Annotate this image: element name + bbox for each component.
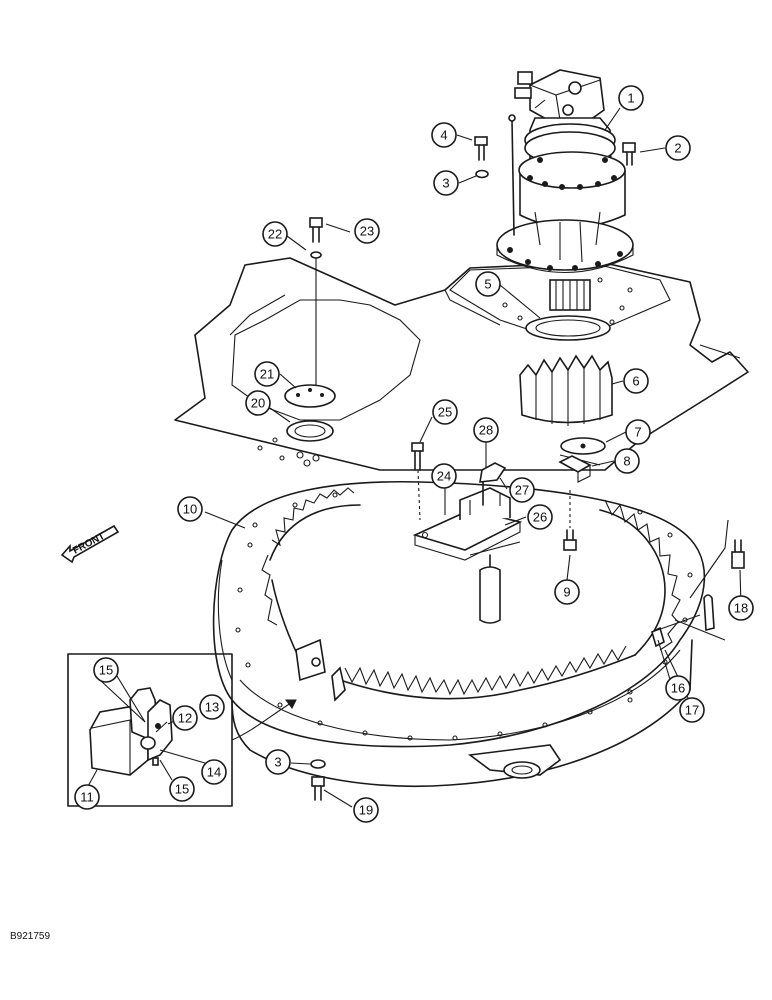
callout-16: 16 bbox=[665, 675, 691, 701]
callout-20: 20 bbox=[245, 390, 271, 416]
callout-8: 8 bbox=[614, 448, 640, 474]
washer-3-lower-and-bolt-19 bbox=[310, 759, 326, 801]
callout-15-bottom: 15 bbox=[169, 776, 195, 802]
callout-3-lower: 3 bbox=[265, 749, 291, 775]
detail-inset-box bbox=[67, 653, 297, 807]
svg-text:24: 24 bbox=[437, 469, 451, 484]
svg-text:16: 16 bbox=[671, 681, 685, 696]
svg-text:26: 26 bbox=[533, 510, 547, 525]
svg-text:2: 2 bbox=[674, 141, 681, 156]
callout-5: 5 bbox=[475, 271, 501, 297]
svg-text:3: 3 bbox=[274, 755, 281, 770]
callout-27: 27 bbox=[509, 477, 535, 503]
callout-12: 12 bbox=[172, 705, 198, 731]
swing-bearing-ring bbox=[212, 480, 745, 787]
callout-9: 9 bbox=[554, 579, 580, 605]
callout-2: 2 bbox=[665, 135, 691, 161]
svg-text:11: 11 bbox=[80, 790, 94, 805]
svg-text:25: 25 bbox=[438, 405, 452, 420]
callout-28: 28 bbox=[473, 417, 499, 443]
svg-text:6: 6 bbox=[632, 374, 639, 389]
washer-3-upper bbox=[475, 169, 489, 179]
svg-text:15: 15 bbox=[175, 782, 189, 797]
callout-26: 26 bbox=[527, 504, 553, 530]
callout-19: 19 bbox=[353, 797, 379, 823]
bolt-2 bbox=[622, 142, 636, 166]
swing-lock-assembly bbox=[412, 462, 523, 624]
callout-7: 7 bbox=[625, 419, 651, 445]
callout-24: 24 bbox=[431, 463, 457, 489]
callout-3: 3 bbox=[433, 170, 459, 196]
svg-text:21: 21 bbox=[260, 367, 274, 382]
callout-11: 11 bbox=[74, 784, 100, 810]
callout-22: 22 bbox=[262, 221, 288, 247]
leader-lines bbox=[86, 107, 742, 808]
svg-text:12: 12 bbox=[178, 711, 192, 726]
svg-text:13: 13 bbox=[205, 700, 219, 715]
callout-15-top: 15 bbox=[93, 657, 119, 683]
front-direction-arrow: FRONT bbox=[60, 524, 120, 564]
svg-text:7: 7 bbox=[634, 425, 641, 440]
callout-18: 18 bbox=[728, 595, 754, 621]
bolt-4 bbox=[474, 136, 488, 161]
front-label: FRONT bbox=[71, 531, 107, 557]
svg-text:17: 17 bbox=[685, 703, 699, 718]
svg-text:5: 5 bbox=[484, 277, 491, 292]
svg-text:23: 23 bbox=[360, 224, 374, 239]
callout-6: 6 bbox=[623, 368, 649, 394]
svg-text:9: 9 bbox=[563, 585, 570, 600]
svg-text:14: 14 bbox=[207, 765, 221, 780]
cover-assembly-20-23 bbox=[284, 217, 336, 442]
svg-text:18: 18 bbox=[734, 601, 748, 616]
seal-ring-5 bbox=[525, 315, 611, 341]
callout-21: 21 bbox=[254, 361, 280, 387]
swing-motor bbox=[496, 69, 634, 311]
svg-text:15: 15 bbox=[99, 663, 113, 678]
callout-1: 1 bbox=[618, 85, 644, 111]
svg-text:3: 3 bbox=[442, 176, 449, 191]
callout-23: 23 bbox=[354, 218, 380, 244]
svg-text:27: 27 bbox=[515, 483, 529, 498]
callout-10: 10 bbox=[177, 496, 203, 522]
callout-25: 25 bbox=[432, 399, 458, 425]
callout-4: 4 bbox=[431, 122, 457, 148]
svg-text:1: 1 bbox=[627, 91, 634, 106]
figure-code: B921759 bbox=[10, 931, 51, 942]
svg-text:10: 10 bbox=[183, 502, 197, 517]
svg-text:19: 19 bbox=[359, 803, 373, 818]
svg-text:28: 28 bbox=[479, 423, 493, 438]
callout-13: 13 bbox=[199, 694, 225, 720]
svg-text:4: 4 bbox=[440, 128, 447, 143]
bolt-25 bbox=[411, 442, 424, 521]
bolt-9 bbox=[563, 490, 577, 551]
svg-text:8: 8 bbox=[623, 454, 630, 469]
pinion-gear-6 bbox=[519, 354, 613, 426]
svg-text:22: 22 bbox=[268, 227, 282, 242]
svg-text:20: 20 bbox=[251, 396, 265, 411]
callout-14: 14 bbox=[201, 759, 227, 785]
callout-17: 17 bbox=[679, 697, 705, 723]
